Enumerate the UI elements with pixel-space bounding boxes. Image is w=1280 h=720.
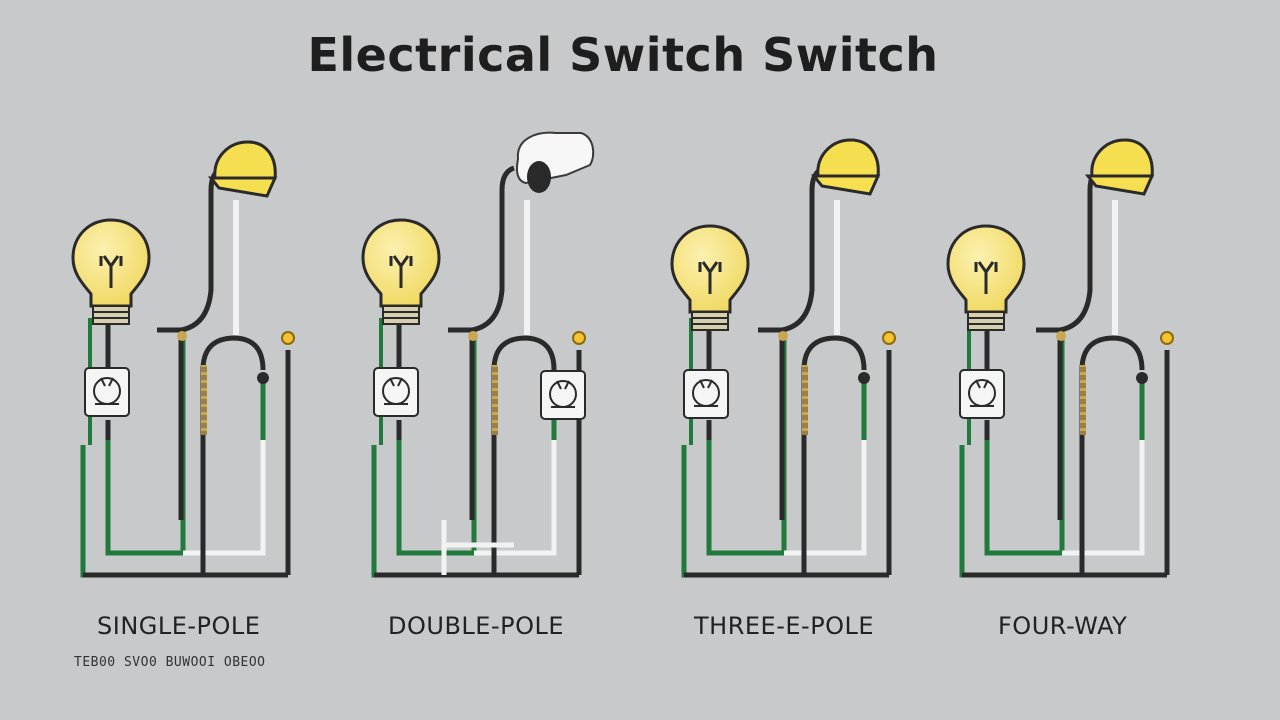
panel-single-pole	[71, 140, 294, 575]
wall-switch-icon	[373, 367, 419, 417]
ceiling-lamp-icon	[516, 131, 595, 193]
light-bulb-icon	[946, 224, 1026, 332]
light-bulb-icon	[670, 224, 750, 332]
ceiling-lamp-icon	[1086, 138, 1154, 196]
switch-label-single-pole: SINGLE-POLE	[97, 612, 261, 640]
ceiling-lamp-icon	[812, 138, 880, 196]
page-title: Electrical Switch Switch	[307, 28, 939, 82]
switch-label-three-e-pole: THREE-E-POLE	[694, 612, 875, 640]
wall-switch-icon	[540, 370, 586, 420]
panel-double-pole	[361, 131, 595, 575]
footnote-text: TEB00 SVO0 BUWOOI OBEOO	[74, 655, 266, 670]
switch-label-four-way: FOUR-WAY	[998, 612, 1128, 640]
panel-three-e-pole	[670, 138, 895, 575]
light-bulb-icon	[361, 218, 441, 326]
wall-switch-icon	[683, 369, 729, 419]
panel-four-way	[946, 138, 1173, 575]
wall-switch-icon	[84, 367, 130, 417]
wall-switch-icon	[959, 369, 1005, 419]
ceiling-lamp-icon	[209, 140, 277, 198]
light-bulb-icon	[71, 218, 151, 326]
switch-label-double-pole: DOUBLE-POLE	[388, 612, 564, 640]
